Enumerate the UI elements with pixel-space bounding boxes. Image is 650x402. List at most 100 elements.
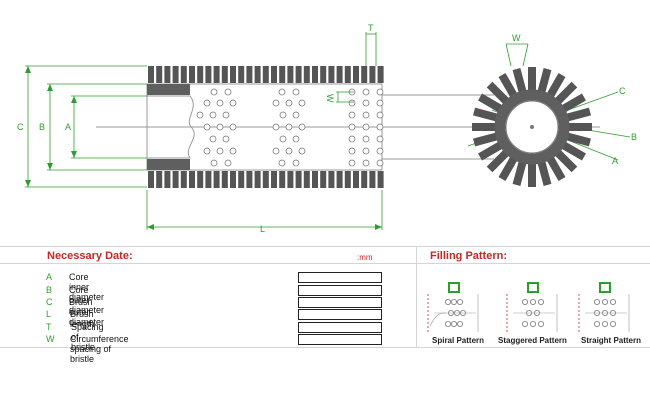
bristle-tuft [312, 171, 318, 188]
hole-dot [362, 123, 370, 131]
hole-dot [285, 99, 293, 107]
dim-label-l: L [260, 224, 265, 234]
end-bristle-tuft [546, 73, 566, 98]
hole-dot [229, 99, 237, 107]
spec-label: Core outer diameter [69, 285, 105, 315]
section-divider-bottom [0, 347, 650, 348]
input-field-l[interactable] [298, 309, 382, 320]
bristle-tuft [303, 66, 310, 83]
bristle-tuft [279, 171, 286, 188]
end-bristle-tuft [565, 132, 591, 147]
end-bristle-tuft [528, 163, 536, 187]
hole-dot [298, 147, 306, 155]
spec-code: T [46, 322, 52, 332]
bristle-tuft [353, 66, 359, 83]
end-bristle-tuft [478, 141, 503, 161]
input-field-w[interactable] [298, 334, 382, 345]
bristle-tuft [156, 171, 163, 188]
end-label-c: C [619, 86, 626, 96]
hole-dot [376, 135, 384, 143]
bristle-tuft [246, 66, 253, 83]
pattern-dot [594, 298, 601, 305]
hole-dot [298, 123, 306, 131]
spec-code: A [46, 272, 53, 282]
end-bristle-tuft [472, 123, 496, 131]
end-bristle-tuft [561, 141, 586, 161]
hole-dot [209, 135, 217, 143]
hole-dot [348, 159, 356, 167]
end-label-b: B [631, 132, 637, 142]
filling-pattern-illustrations [427, 282, 630, 332]
bristle-tuft [164, 171, 171, 188]
bristle-tuft [230, 171, 236, 188]
bristle-tuft [172, 66, 179, 83]
bristle-tuft [295, 171, 302, 188]
pattern-dot [610, 320, 617, 327]
hole-dot [210, 159, 218, 167]
bristle-tuft [303, 171, 310, 188]
pattern-label-spiral: Spiral Pattern [432, 336, 485, 345]
bristle-tuft [221, 171, 228, 188]
hole-dot [376, 147, 384, 155]
hole-dot [292, 111, 300, 119]
end-bristle-tuft [473, 107, 499, 122]
hole-dot [292, 135, 300, 143]
bristle-tuft [148, 171, 154, 188]
bristle-tuft [172, 171, 179, 188]
hole-dot [292, 88, 300, 96]
bristle-tuft [205, 171, 212, 188]
pattern-dot [594, 320, 601, 327]
hole-dot [376, 99, 384, 107]
hole-dot [278, 88, 286, 96]
bristle-tuft [246, 171, 253, 188]
spec-code: W [46, 334, 55, 344]
hole-dot [224, 88, 232, 96]
bristle-tuft [369, 171, 376, 188]
bristle-tuft [271, 66, 277, 83]
input-field-b[interactable] [298, 285, 382, 296]
input-field-t[interactable] [298, 322, 382, 333]
hole-dot [229, 123, 237, 131]
bristle-tuft [295, 66, 302, 83]
bristle-tuft [353, 171, 359, 188]
section-divider-mid [0, 263, 650, 264]
bristle-tuft [287, 171, 294, 188]
bristle-tuft [361, 66, 368, 83]
necessary-date-title: Necessary Date: [47, 250, 133, 262]
hole-dot [216, 99, 224, 107]
hole-dot [362, 88, 370, 96]
end-view-core [494, 89, 570, 165]
hole-dot [209, 111, 217, 119]
pattern-dot [522, 320, 529, 327]
bristle-tuft [213, 66, 220, 83]
section-divider-vertical [416, 246, 417, 347]
section-divider-top [0, 246, 650, 247]
hole-dot [376, 111, 384, 119]
pattern-dot [450, 298, 457, 305]
spec-label: Circumference spacing of bristle [70, 334, 129, 364]
end-bristle-tuft [554, 81, 578, 105]
bristle-tuft [189, 66, 195, 83]
end-bristle-tuft [473, 132, 499, 147]
pattern-dot [602, 298, 609, 305]
end-bristle-tuft [546, 156, 566, 181]
pattern-dot [602, 320, 609, 327]
bristle-tuft [221, 66, 228, 83]
bristle-tuft [262, 66, 269, 83]
pattern-label-straight: Straight Pattern [581, 336, 642, 345]
core-wall-bottom [147, 159, 190, 170]
hole-dot [222, 111, 230, 119]
input-field-c[interactable] [298, 297, 382, 308]
spec-code: L [46, 309, 52, 319]
end-bristle-tuft [537, 160, 552, 186]
input-field-a[interactable] [298, 272, 382, 283]
dim-label-t: T [368, 23, 374, 33]
pattern-square-marker [527, 282, 539, 293]
pattern-dot [610, 298, 617, 305]
bristle-tuft [148, 66, 154, 83]
bristle-tuft [262, 171, 269, 188]
filling-pattern-title: Filling Pattern: [430, 250, 507, 262]
bristle-tuft [164, 66, 171, 83]
end-bristle-tuft [568, 123, 592, 131]
